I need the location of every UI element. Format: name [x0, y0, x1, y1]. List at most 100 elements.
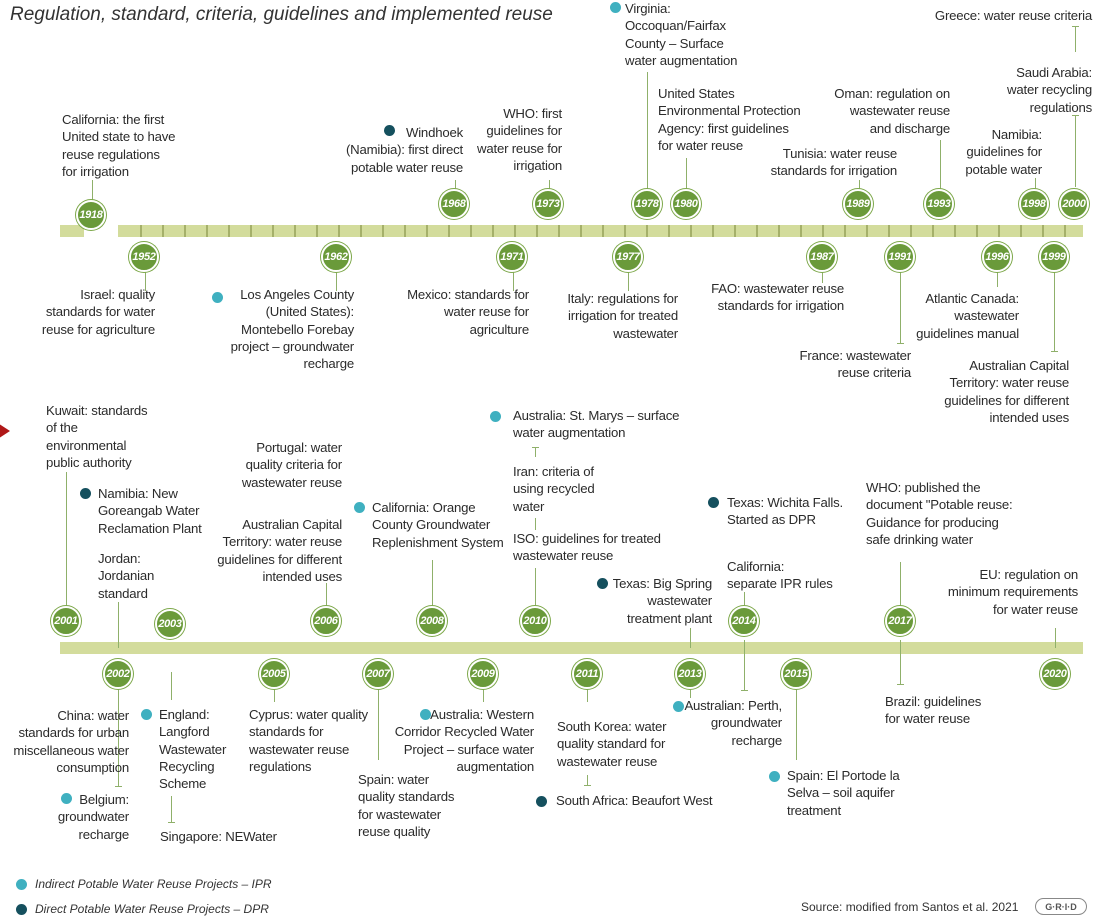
event-label: California: Orange County Groundwater Re… — [372, 500, 504, 550]
connector — [690, 628, 691, 648]
connector-tick — [584, 785, 591, 786]
event-label: Jordan: Jordanian standard — [98, 551, 155, 601]
connector — [628, 271, 629, 291]
connector — [145, 271, 146, 291]
legend-dpr-dot — [16, 904, 27, 915]
connector — [378, 688, 379, 760]
timeline-notch — [1020, 225, 1022, 237]
timeline-notch — [756, 225, 758, 237]
grid-logo: G·R·I·D — [1035, 898, 1087, 915]
timeline-notch — [1064, 225, 1066, 237]
connector — [900, 562, 901, 608]
timeline-notch — [162, 225, 164, 237]
timeline-notch — [272, 225, 274, 237]
timeline-notch — [646, 225, 648, 237]
event-label: England: Langford Wastewater Recycling S… — [159, 707, 227, 792]
event-label: Texas: Big Spring wastewater treatment p… — [612, 576, 712, 626]
year-marker: 1977 — [613, 242, 643, 272]
year-marker: 2013 — [675, 659, 705, 689]
legend-dpr-label: Direct Potable Water Reuse Projects – DP… — [35, 902, 269, 916]
legend-ipr-dot — [16, 879, 27, 890]
timeline-notch — [822, 225, 824, 237]
timeline-notch — [140, 225, 142, 237]
event-label: Virginia: Occoquan/Fairfax County – Surf… — [625, 1, 738, 68]
timeline-notch — [426, 225, 428, 237]
connector — [326, 583, 327, 607]
year-marker: 2003 — [155, 609, 185, 639]
page-title: Regulation, standard, criteria, guidelin… — [10, 4, 553, 25]
year-marker: 1968 — [439, 189, 469, 219]
year-marker: 2001 — [51, 606, 81, 636]
dpr-dot — [536, 796, 547, 807]
year-marker: 2011 — [572, 659, 602, 689]
connector — [432, 560, 433, 608]
event-label: South Korea: water quality standard for … — [557, 719, 667, 769]
connector — [66, 472, 67, 608]
event-label: Tunisia: water reuse standards for irrig… — [770, 146, 898, 179]
timeline-notch — [712, 225, 714, 237]
timeline-notch — [624, 225, 626, 237]
connector — [900, 640, 901, 684]
event-label: Saudi Arabia: water recycling regulation… — [1007, 65, 1092, 115]
timeline-notch — [492, 225, 494, 237]
timeline-notch — [734, 225, 736, 237]
timeline-notch — [558, 225, 560, 237]
connector — [1054, 271, 1055, 351]
event-label: Brazil: guidelines for water reuse — [885, 694, 982, 727]
connector-tick — [897, 684, 904, 685]
event-label: Belgium: groundwater recharge — [57, 792, 129, 842]
connector — [900, 271, 901, 343]
timeline-notch — [316, 225, 318, 237]
connector-tick — [115, 786, 122, 787]
year-marker: 1980 — [671, 189, 701, 219]
year-marker: 2006 — [311, 606, 341, 636]
timeline-notch — [448, 225, 450, 237]
year-marker: 1987 — [807, 242, 837, 272]
connector — [1055, 628, 1056, 648]
dpr-dot — [80, 488, 91, 499]
connector — [587, 688, 588, 702]
timeline-notch — [690, 225, 692, 237]
timeline-notch — [294, 225, 296, 237]
timeline-notch — [382, 225, 384, 237]
year-marker: 2010 — [520, 606, 550, 636]
year-marker: 1962 — [321, 242, 351, 272]
source-credit: Source: modified from Santos et al. 2021 — [801, 900, 1019, 914]
event-label: Greece: water reuse criteria — [934, 8, 1092, 23]
connector — [171, 672, 172, 700]
timeline-notch — [866, 225, 868, 237]
year-marker: 1993 — [924, 189, 954, 219]
connector — [171, 796, 172, 822]
connector — [744, 640, 745, 690]
timeline-notch — [954, 225, 956, 237]
event-label: Spain: El Portode la Selva – soil aquife… — [787, 768, 900, 818]
event-label: Portugal: water quality criteria for was… — [241, 440, 342, 490]
timeline-notch — [360, 225, 362, 237]
connector — [686, 158, 687, 202]
timeline-notch — [932, 225, 934, 237]
event-label: EU: regulation on minimum requirements f… — [947, 567, 1078, 617]
ipr-dot — [420, 709, 431, 720]
connector — [796, 688, 797, 760]
year-marker: 2008 — [417, 606, 447, 636]
timeline-notch — [470, 225, 472, 237]
year-marker: 2014 — [729, 606, 759, 636]
connector — [274, 688, 275, 702]
year-marker: 2005 — [259, 659, 289, 689]
connector — [118, 602, 119, 648]
connector — [940, 140, 941, 202]
connector — [535, 447, 536, 457]
timeline-notch — [536, 225, 538, 237]
timeline-notch — [910, 225, 912, 237]
year-marker: 1971 — [497, 242, 527, 272]
connector — [535, 518, 536, 530]
timeline-notch — [228, 225, 230, 237]
connector-tick — [1051, 351, 1058, 352]
ipr-dot — [610, 2, 621, 13]
connector — [1075, 26, 1076, 52]
event-label: Israel: quality standards for water reus… — [41, 287, 155, 337]
event-label: Namibia: guidelines for potable water — [965, 127, 1042, 177]
timeline-notch — [888, 225, 890, 237]
connector — [513, 271, 514, 291]
dpr-dot — [384, 125, 395, 136]
